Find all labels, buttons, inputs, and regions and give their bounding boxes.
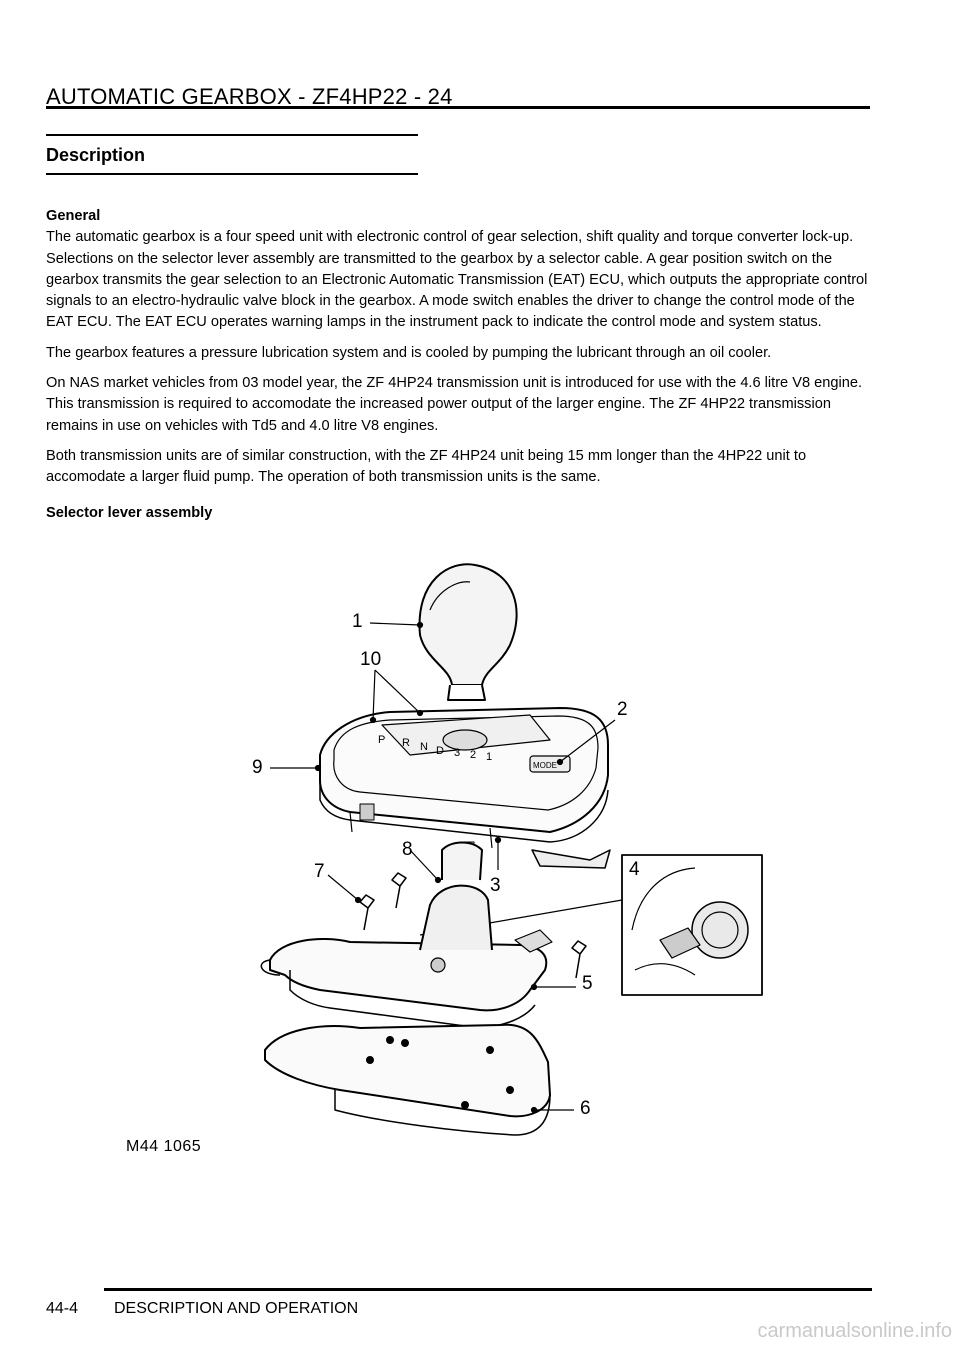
lower-tray (264, 1023, 551, 1118)
footer-rule (104, 1288, 872, 1291)
section-rule-bottom (46, 173, 418, 175)
callout-8: 8 (402, 839, 413, 860)
selector-lever-figure: P R N D 3 2 1 MODE 1 10 2 9 8 7 3 4 5 6 (120, 550, 780, 1170)
gate-letter-p: P (378, 734, 385, 746)
gate-letter-3: 3 (454, 747, 460, 759)
callout-6: 6 (580, 1098, 591, 1119)
footer-section-title: DESCRIPTION AND OPERATION (114, 1300, 359, 1317)
bolt-mid (391, 872, 407, 909)
callout-10: 10 (360, 649, 382, 670)
paragraph-3: On NAS market vehicles from 03 model yea… (46, 375, 863, 434)
page-title: AUTOMATIC GEARBOX - ZF4HP22 - 24 (46, 84, 453, 109)
section-heading: Description (46, 145, 146, 165)
figure-caption: Selector lever assembly (46, 505, 213, 521)
callout-9: 9 (252, 757, 263, 778)
gate-letter-n: N (420, 741, 428, 753)
callout-4: 4 (629, 859, 640, 880)
footer-page-number: 44-4 (46, 1300, 79, 1317)
paragraph-4: Both transmission units are of similar c… (46, 447, 807, 486)
gate-letter-r: R (402, 737, 410, 749)
base-carrier (269, 938, 548, 1012)
header-rule (46, 106, 870, 109)
paragraph-2: The gearbox features a pressure lubricat… (46, 344, 772, 361)
subheading: General (46, 208, 101, 224)
mode-label: MODE (533, 761, 557, 770)
bolt-right (571, 940, 587, 979)
callout-1: 1 (352, 611, 363, 632)
body-text: General The automatic gearbox is a four … (46, 206, 872, 498)
gear-knob (418, 563, 518, 686)
section-rule-top (46, 134, 418, 136)
paragraph-1-text: The automatic gearbox is a four speed un… (46, 229, 868, 331)
gate-letter-1: 1 (486, 751, 492, 763)
watermark: carmanualsonline.info (757, 1320, 952, 1342)
callout-3: 3 (490, 875, 501, 896)
callout-7: 7 (314, 861, 325, 882)
selector-lever-drawing: P R N D 3 2 1 MODE (260, 563, 763, 1136)
callout-5: 5 (582, 973, 593, 994)
gate-letter-d: D (436, 745, 444, 757)
callout-2: 2 (617, 699, 628, 720)
gate-letter-2: 2 (470, 749, 476, 761)
bolt-left (359, 894, 375, 931)
paragraph-1: General The automatic gearbox is a four … (46, 206, 872, 334)
figure-reference: M44 1065 (126, 1138, 202, 1155)
